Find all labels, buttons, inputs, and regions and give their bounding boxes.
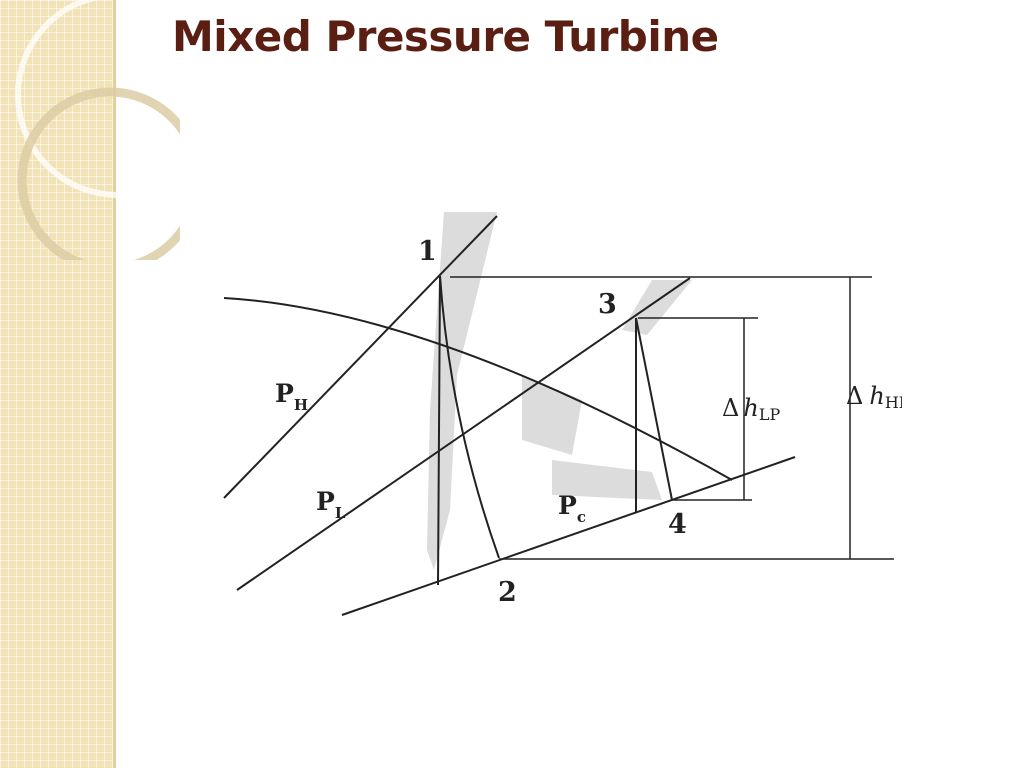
sidebar-edge — [113, 0, 116, 768]
isobar-label-ph: PH — [275, 379, 308, 414]
decorative-ring-small — [17, 87, 180, 260]
delta-h-hp-label: ΔhHP — [846, 382, 902, 412]
decorative-rings — [15, 0, 180, 260]
shade-region-top — [622, 280, 692, 335]
point-label-1: 1 — [418, 236, 437, 267]
expansion-line-3-4 — [635, 317, 673, 501]
decorative-ring-large — [15, 0, 180, 198]
sidebar-pattern — [0, 0, 113, 768]
page-title: Mixed Pressure Turbine — [172, 12, 719, 61]
point-label-4: 4 — [668, 509, 687, 540]
point-label-2: 2 — [498, 577, 517, 608]
dimension-lines — [450, 276, 894, 560]
shade-region-bottom — [552, 460, 662, 500]
saturation-curve — [223, 297, 733, 481]
shade-region-left — [427, 212, 497, 570]
point-label-3: 3 — [598, 289, 617, 320]
isobar-label-pl: PL — [316, 487, 346, 522]
isobar-ph-line — [223, 215, 498, 499]
isentropic-line-1 — [437, 275, 441, 586]
isobar-label-pc: Pc — [558, 491, 586, 526]
expansion-line-1-2 — [439, 275, 500, 559]
isobar-pc-line — [341, 456, 796, 616]
diagram-lines — [223, 215, 796, 616]
